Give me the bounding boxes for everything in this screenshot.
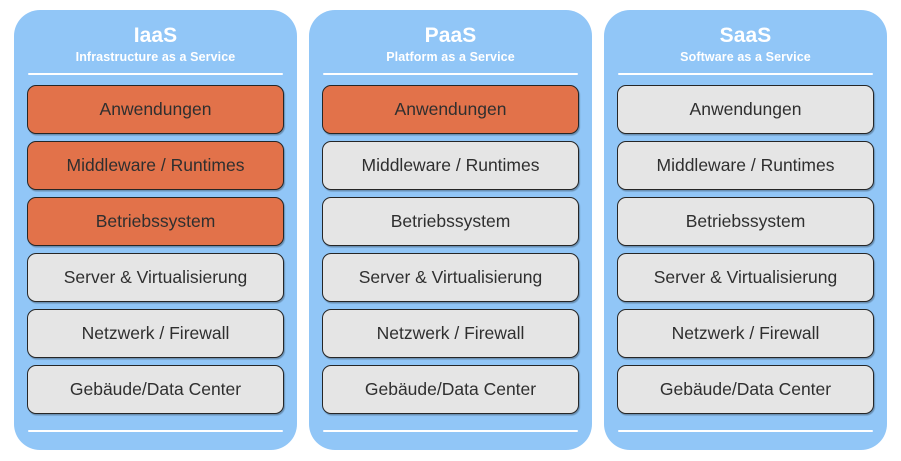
card-subtitle-saas: Software as a Service xyxy=(680,50,811,64)
header-divider-saas xyxy=(618,73,873,75)
layer-box-iaas-netzwerk-firewall[interactable]: Netzwerk / Firewall xyxy=(27,309,284,358)
card-subtitle-paas: Platform as a Service xyxy=(386,50,515,64)
footer-divider-iaas xyxy=(28,430,283,432)
layer-box-paas-middleware-runtimes[interactable]: Middleware / Runtimes xyxy=(322,141,579,190)
card-header-paas: PaaS Platform as a Service xyxy=(322,10,579,66)
layer-box-saas-netzwerk-firewall[interactable]: Netzwerk / Firewall xyxy=(617,309,874,358)
service-model-card-iaas: IaaS Infrastructure as a Service Anwendu… xyxy=(14,10,297,450)
layer-box-saas-middleware-runtimes[interactable]: Middleware / Runtimes xyxy=(617,141,874,190)
layer-box-saas-gebaeude-data-center[interactable]: Gebäude/Data Center xyxy=(617,365,874,414)
card-header-iaas: IaaS Infrastructure as a Service xyxy=(27,10,284,66)
card-title-saas: SaaS xyxy=(719,24,772,47)
layer-stack-iaas: Anwendungen Middleware / Runtimes Betrie… xyxy=(27,75,284,426)
header-divider-paas xyxy=(323,73,578,75)
layer-box-paas-server-virtualisierung[interactable]: Server & Virtualisierung xyxy=(322,253,579,302)
card-footer-space-iaas xyxy=(27,432,284,450)
layer-stack-paas: Anwendungen Middleware / Runtimes Betrie… xyxy=(322,75,579,426)
layer-box-iaas-betriebssystem[interactable]: Betriebssystem xyxy=(27,197,284,246)
service-model-card-paas: PaaS Platform as a Service Anwendungen M… xyxy=(309,10,592,450)
card-subtitle-iaas: Infrastructure as a Service xyxy=(75,50,236,64)
layer-box-paas-gebaeude-data-center[interactable]: Gebäude/Data Center xyxy=(322,365,579,414)
card-header-saas: SaaS Software as a Service xyxy=(617,10,874,66)
footer-divider-saas xyxy=(618,430,873,432)
layer-box-paas-netzwerk-firewall[interactable]: Netzwerk / Firewall xyxy=(322,309,579,358)
layer-stack-saas: Anwendungen Middleware / Runtimes Betrie… xyxy=(617,75,874,426)
card-footer-space-paas xyxy=(322,432,579,450)
layer-box-paas-anwendungen[interactable]: Anwendungen xyxy=(322,85,579,134)
card-footer-space-saas xyxy=(617,432,874,450)
layer-box-iaas-middleware-runtimes[interactable]: Middleware / Runtimes xyxy=(27,141,284,190)
card-title-iaas: IaaS xyxy=(133,24,178,47)
footer-divider-paas xyxy=(323,430,578,432)
layer-box-paas-betriebssystem[interactable]: Betriebssystem xyxy=(322,197,579,246)
card-title-paas: PaaS xyxy=(424,24,477,47)
layer-box-iaas-gebaeude-data-center[interactable]: Gebäude/Data Center xyxy=(27,365,284,414)
service-model-card-saas: SaaS Software as a Service Anwendungen M… xyxy=(604,10,887,450)
layer-box-saas-anwendungen[interactable]: Anwendungen xyxy=(617,85,874,134)
header-divider-iaas xyxy=(28,73,283,75)
layer-box-saas-betriebssystem[interactable]: Betriebssystem xyxy=(617,197,874,246)
layer-box-iaas-server-virtualisierung[interactable]: Server & Virtualisierung xyxy=(27,253,284,302)
layer-box-saas-server-virtualisierung[interactable]: Server & Virtualisierung xyxy=(617,253,874,302)
layer-box-iaas-anwendungen[interactable]: Anwendungen xyxy=(27,85,284,134)
